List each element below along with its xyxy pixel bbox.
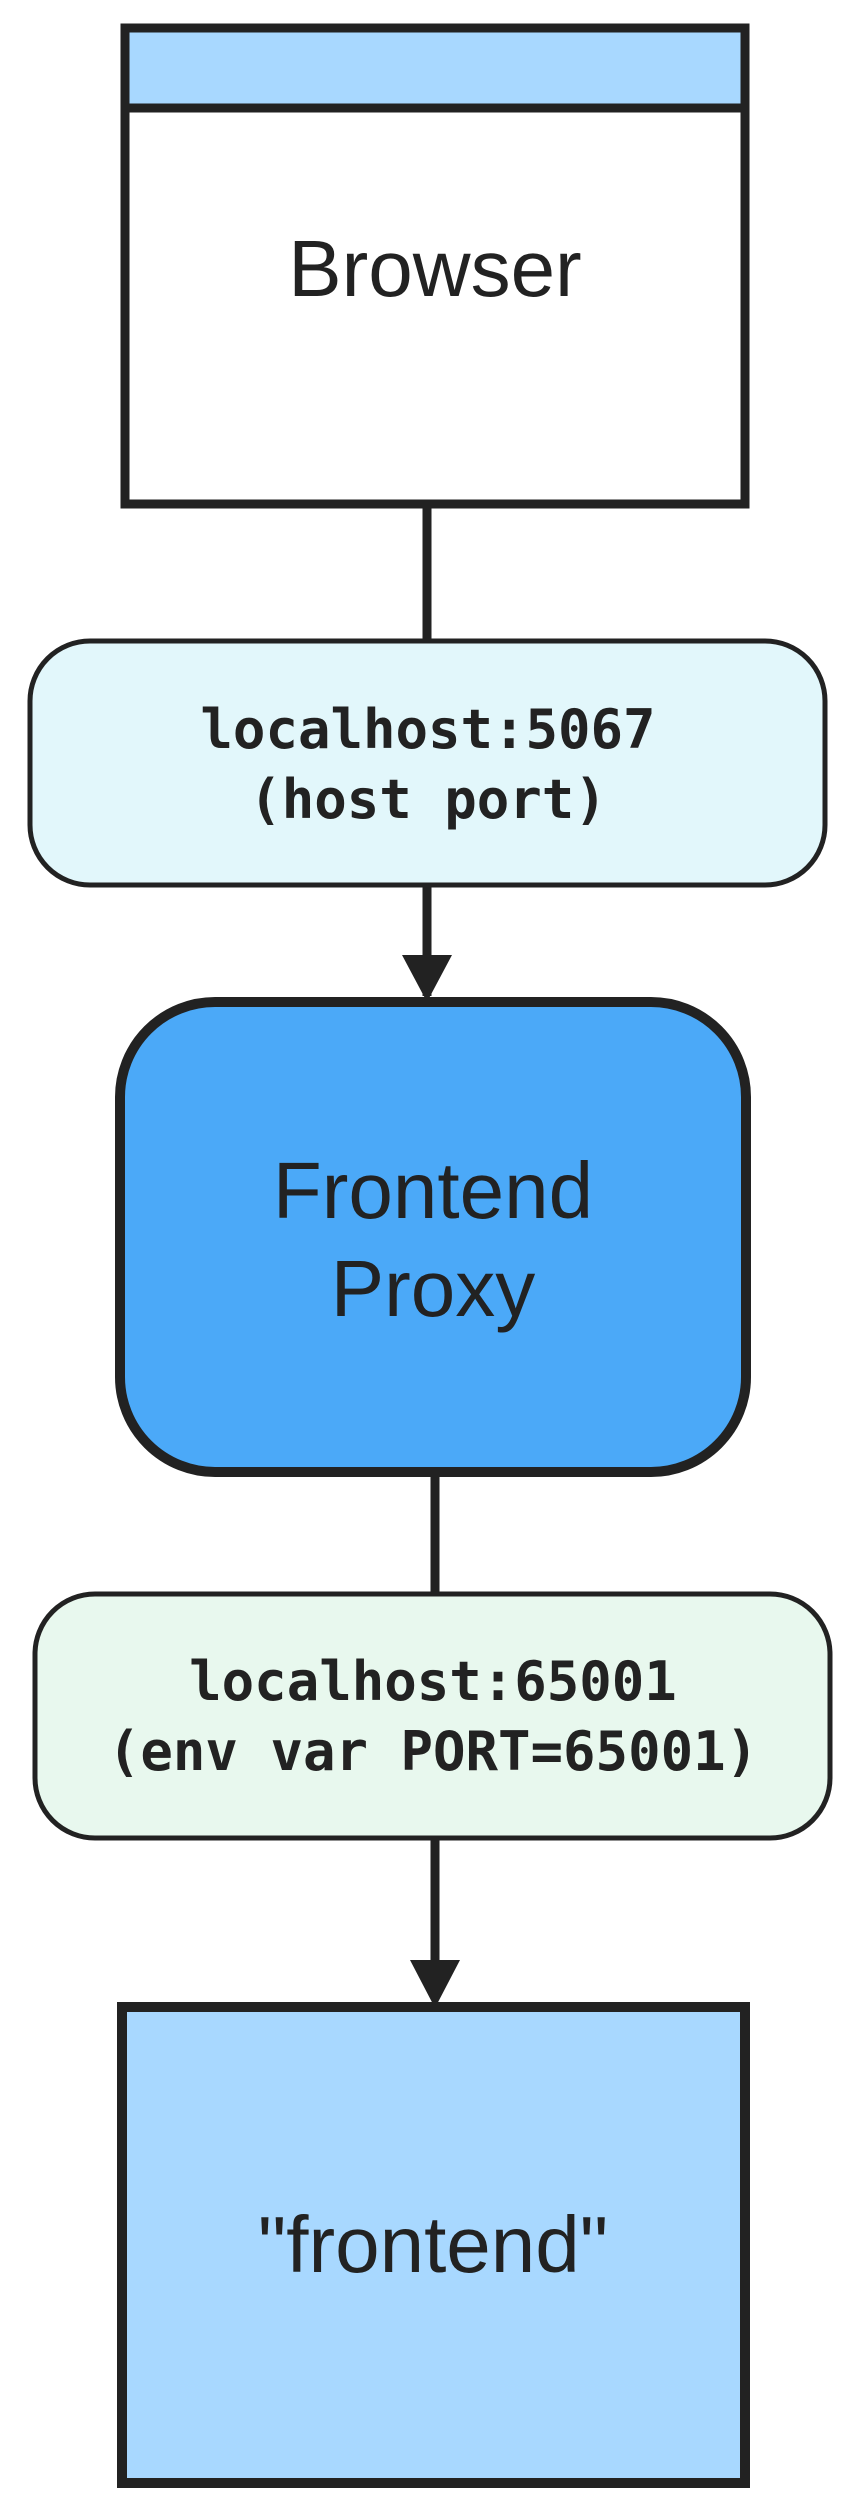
host-port-address: localhost:5067	[200, 698, 655, 761]
env-port-box	[32, 1591, 833, 1841]
host-port-note: (host port)	[249, 768, 607, 831]
frontend-node: "frontend"	[117, 2002, 750, 2488]
env-port-node: localhost:65001 (env var PORT=65001)	[32, 1591, 833, 1841]
host-port-node: localhost:5067 (host port)	[27, 638, 828, 888]
env-port-note: (env var PORT=65001)	[108, 1720, 758, 1783]
browser-title-bar	[120, 23, 750, 113]
env-port-address: localhost:65001	[189, 1650, 677, 1713]
browser-label: Browser	[288, 224, 581, 313]
host-port-box	[27, 638, 828, 888]
arrowhead-to-frontend-proxy	[402, 955, 452, 1002]
frontend-label: "frontend"	[258, 2200, 608, 2289]
frontend-proxy-label-line1: Frontend	[273, 1146, 593, 1235]
frontend-box	[117, 2002, 750, 2488]
frontend-proxy-node: Frontend Proxy	[115, 997, 751, 1477]
browser-node: Browser	[120, 23, 750, 509]
frontend-proxy-box	[115, 997, 751, 1477]
frontend-proxy-label-line2: Proxy	[331, 1244, 536, 1333]
arrowhead-to-frontend	[410, 1960, 460, 2008]
